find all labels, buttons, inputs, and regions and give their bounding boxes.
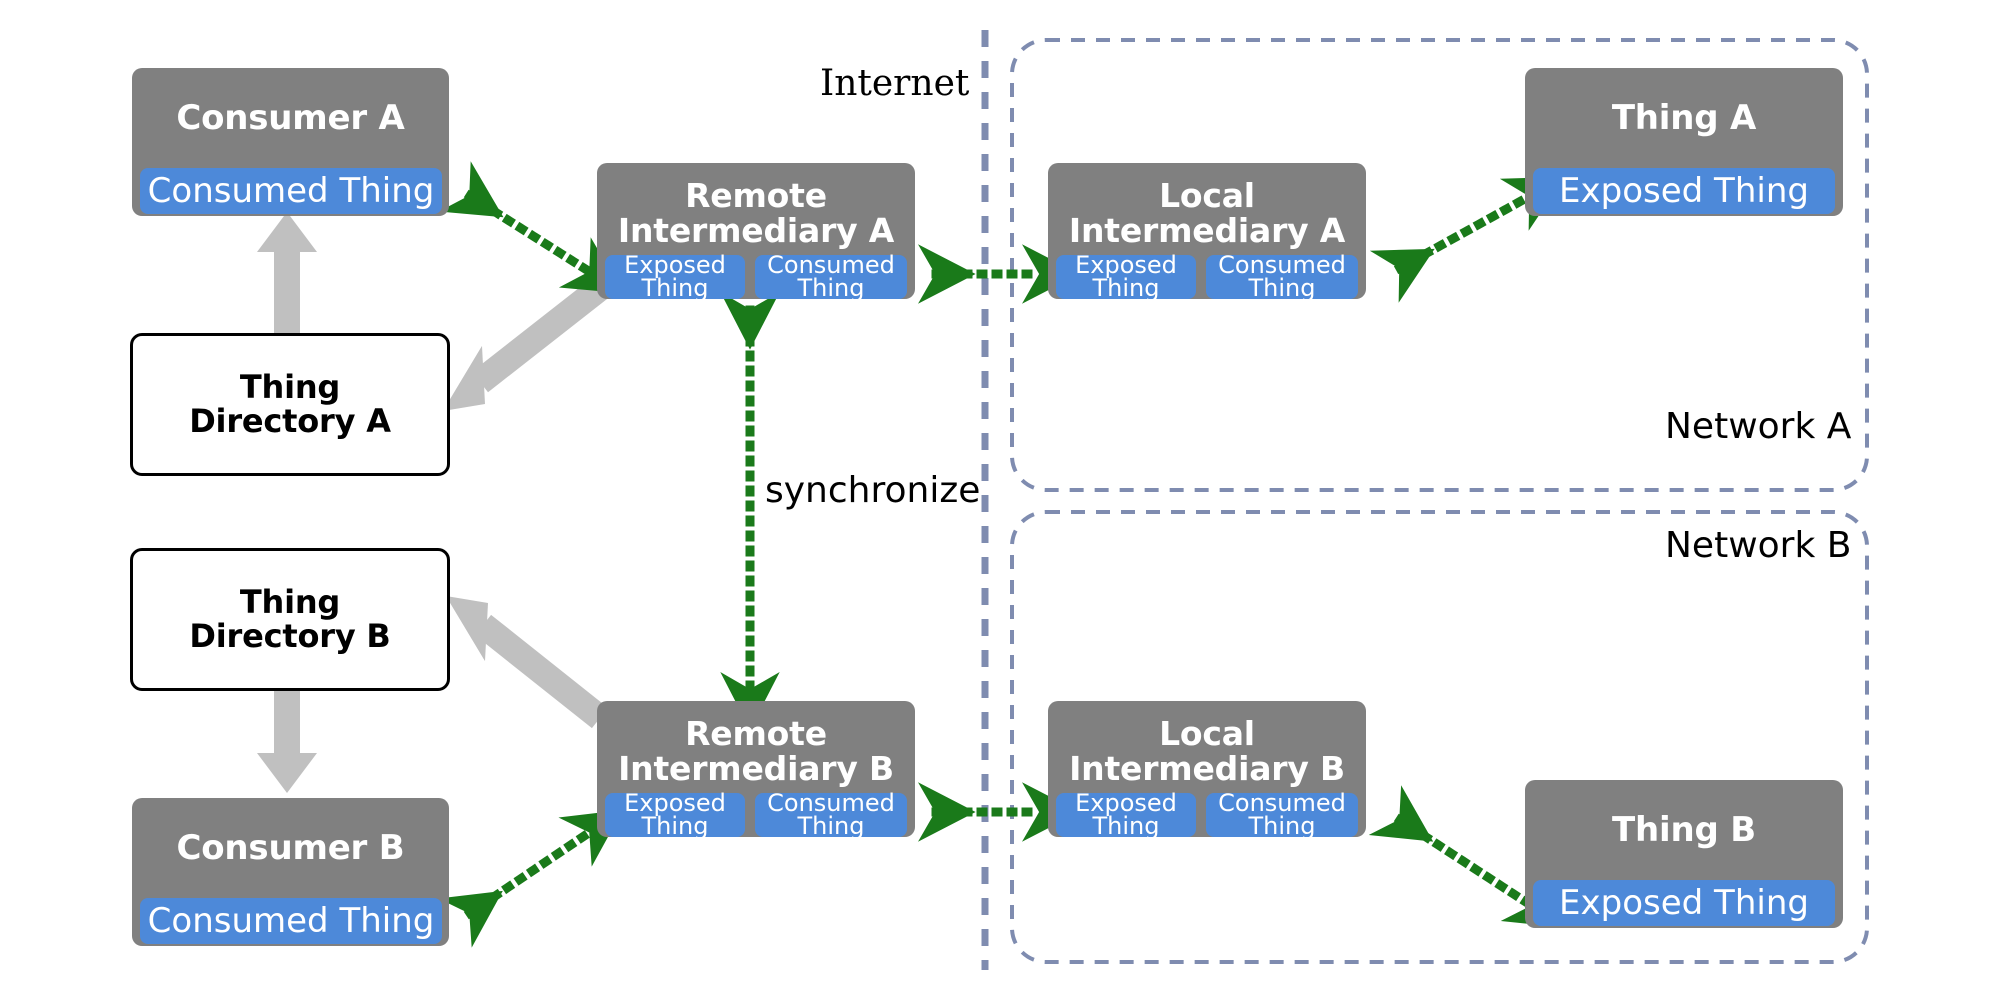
node-thing-b-title: Thing B bbox=[1612, 810, 1756, 850]
chip-local-a-exposed-thing[interactable]: Exposed Thing bbox=[1056, 251, 1196, 302]
node-local-intermediary-b-title: Local Intermediary B bbox=[1069, 714, 1345, 788]
chip-remote-a-consumed-line1: Consumed bbox=[767, 251, 895, 280]
chip-remote-b-consumed-line2: Thing bbox=[797, 812, 865, 840]
remote-intermediary-b-line1: Remote bbox=[685, 714, 827, 753]
thing-directory-a-line2: Directory A bbox=[189, 401, 391, 440]
local-intermediary-a-line2: Intermediary A bbox=[1068, 210, 1346, 250]
node-local-intermediary-a-title: Local Intermediary A bbox=[1068, 176, 1346, 250]
chip-remote-a-consumed-thing[interactable]: Consumed Thing bbox=[755, 251, 907, 302]
conn-consumer-b-remote-b bbox=[438, 809, 623, 948]
node-thing-a-title: Thing A bbox=[1611, 98, 1757, 138]
conn-td-a-consumer-a bbox=[257, 212, 317, 333]
chip-local-a-consumed-line1: Consumed bbox=[1218, 251, 1346, 280]
network-b-boundary bbox=[1010, 510, 1869, 964]
chip-local-b-exposed-thing[interactable]: Exposed Thing bbox=[1056, 789, 1196, 840]
chip-local-b-exposed-line2: Thing bbox=[1092, 812, 1160, 840]
chip-remote-a-consumed-line2: Thing bbox=[797, 274, 865, 302]
remote-intermediary-b-line2: Intermediary B bbox=[618, 748, 894, 788]
conn-local-a-thing-a bbox=[1369, 176, 1565, 303]
chip-local-a-exposed-line1: Exposed bbox=[1075, 251, 1177, 280]
conn-consumer-a-remote-a bbox=[438, 161, 624, 294]
node-consumer-b-title: Consumer B bbox=[176, 828, 405, 868]
thing-directory-b-line1: Thing bbox=[239, 582, 341, 621]
node-consumer-a-title: Consumer A bbox=[176, 98, 405, 138]
chip-remote-b-exposed-thing[interactable]: Exposed Thing bbox=[605, 789, 745, 840]
chip-remote-a-exposed-line1: Exposed bbox=[624, 251, 726, 280]
chip-thing-a-exposed-thing[interactable]: Exposed Thing bbox=[1533, 168, 1835, 214]
chip-remote-b-exposed-line1: Exposed bbox=[624, 789, 726, 818]
chip-local-b-consumed-line1: Consumed bbox=[1218, 789, 1346, 818]
chip-consumer-a-consumed-thing[interactable]: Consumed Thing bbox=[140, 168, 442, 214]
node-thing-directory-b-title: Thing Directory B bbox=[189, 582, 391, 655]
local-intermediary-b-line1: Local bbox=[1159, 714, 1255, 753]
remote-intermediary-a-line1: Remote bbox=[685, 176, 827, 215]
chip-remote-b-consumed-thing[interactable]: Consumed Thing bbox=[755, 789, 907, 840]
internet-label: Internet bbox=[820, 63, 970, 104]
chip-remote-b-exposed-line2: Thing bbox=[641, 812, 709, 840]
chip-local-b-consumed-line2: Thing bbox=[1248, 812, 1316, 840]
chip-local-b-exposed-line1: Exposed bbox=[1075, 789, 1177, 818]
chip-remote-a-exposed-line2: Thing bbox=[641, 274, 709, 302]
thing-directory-b-line2: Directory B bbox=[189, 616, 391, 655]
node-thing-directory-a[interactable]: Thing Directory A bbox=[130, 333, 450, 476]
local-intermediary-b-line2: Intermediary B bbox=[1069, 748, 1345, 788]
node-thing-directory-b[interactable]: Thing Directory B bbox=[130, 548, 450, 691]
node-remote-intermediary-b-title: Remote Intermediary B bbox=[618, 714, 894, 788]
conn-remote-a-td-a bbox=[443, 277, 609, 411]
thing-directory-a-line1: Thing bbox=[239, 367, 341, 406]
chip-thing-b-exposed-thing[interactable]: Exposed Thing bbox=[1533, 880, 1835, 926]
remote-intermediary-b-chips: Exposed Thing Consumed Thing bbox=[605, 789, 907, 840]
node-thing-directory-a-title: Thing Directory A bbox=[189, 367, 391, 440]
conn-local-b-thing-b bbox=[1368, 785, 1566, 928]
network-a-label: Network A bbox=[1665, 406, 1852, 447]
local-intermediary-a-line1: Local bbox=[1159, 176, 1255, 215]
chip-remote-b-consumed-line1: Consumed bbox=[767, 789, 895, 818]
chip-local-a-consumed-thing[interactable]: Consumed Thing bbox=[1206, 251, 1358, 302]
node-remote-intermediary-a-title: Remote Intermediary A bbox=[617, 176, 895, 250]
remote-intermediary-a-chips: Exposed Thing Consumed Thing bbox=[605, 251, 907, 302]
conn-remote-b-td-b bbox=[446, 596, 609, 729]
chip-local-a-exposed-line2: Thing bbox=[1092, 274, 1160, 302]
local-intermediary-a-chips: Exposed Thing Consumed Thing bbox=[1056, 251, 1358, 302]
chip-local-a-consumed-line2: Thing bbox=[1248, 274, 1316, 302]
remote-intermediary-a-line2: Intermediary A bbox=[617, 210, 895, 250]
network-b-label: Network B bbox=[1665, 525, 1852, 566]
chip-consumer-b-consumed-thing[interactable]: Consumed Thing bbox=[140, 898, 442, 944]
chip-remote-a-exposed-thing[interactable]: Exposed Thing bbox=[605, 251, 745, 302]
local-intermediary-b-chips: Exposed Thing Consumed Thing bbox=[1056, 789, 1358, 840]
chip-local-b-consumed-thing[interactable]: Consumed Thing bbox=[1206, 789, 1358, 840]
synchronize-label: synchronize bbox=[765, 470, 981, 511]
